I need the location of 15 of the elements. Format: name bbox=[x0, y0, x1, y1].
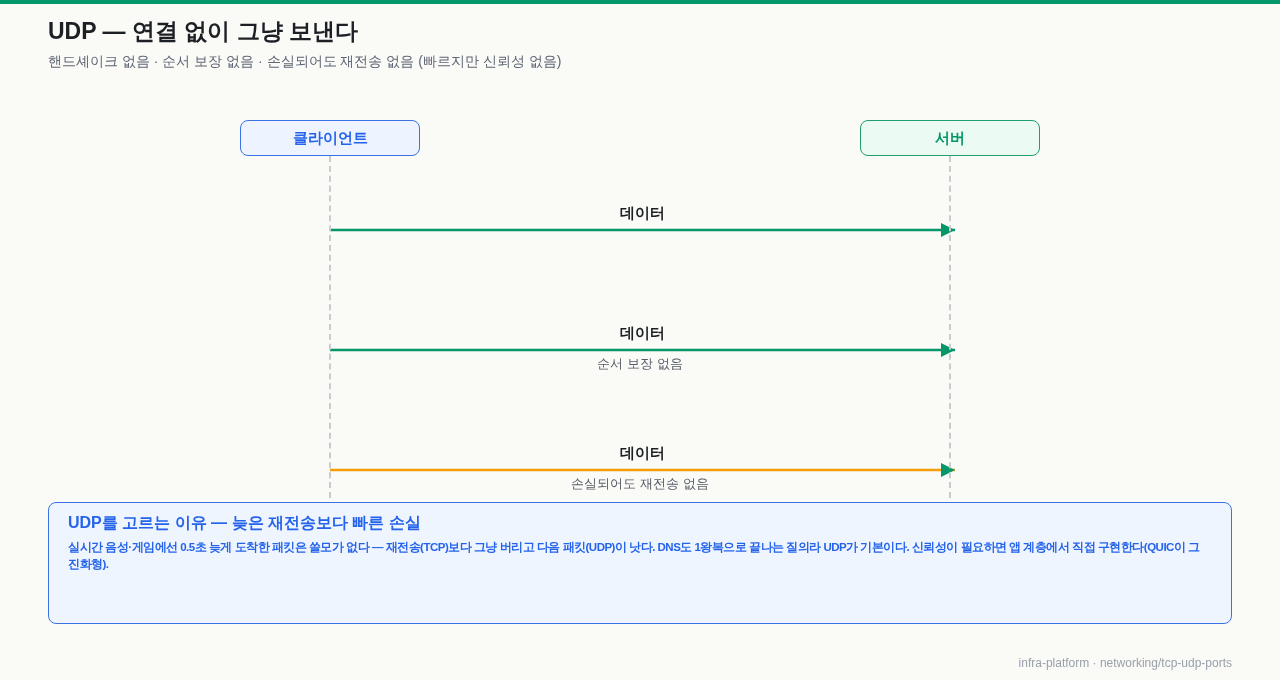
callout-text: 실시간 음성·게임에선 0.5초 늦게 도착한 패킷은 쓸모가 없다 — 재전송(TCP)보다 그냥 버리고 다음 패킷(UDP)이 낫다. DNS도 1왕복으로 끝나는 질의라 UDP가 기본이다. 신뢰성이 필요하면 앱 계층에서 직접 구현한다(QUIC이 그 진화형). bbox=[68, 540, 1201, 572]
arrow-note: 손실되어도 재전송 없음 bbox=[571, 475, 709, 493]
subtitle: 핸드셰이크 없음 · 순서 보장 없음 · 손실되어도 재전송 없음 (빠르지만 신뢰성 없음) bbox=[48, 52, 562, 70]
arrow bbox=[330, 343, 955, 357]
lifeline bbox=[949, 156, 951, 498]
participant-box: 서버 bbox=[860, 120, 1040, 156]
callout-heading: UDP를 고르는 이유 — 늦은 재전송보다 빠른 손실 bbox=[68, 513, 421, 533]
arrow bbox=[330, 463, 955, 477]
arrow bbox=[330, 223, 955, 237]
arrow-note: 순서 보장 없음 bbox=[597, 355, 683, 373]
participant-box: 클라이언트 bbox=[240, 120, 420, 156]
callout-box bbox=[48, 502, 1232, 624]
title: UDP — 연결 없이 그냥 보낸다 bbox=[48, 17, 359, 45]
footer-text: infra-platform · networking/tcp-udp-ports bbox=[1018, 655, 1232, 672]
lifeline bbox=[329, 156, 331, 498]
